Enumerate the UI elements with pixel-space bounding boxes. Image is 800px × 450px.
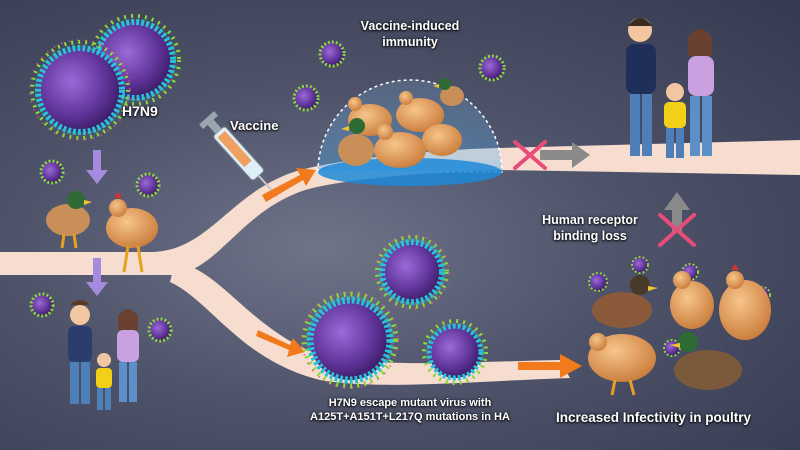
mutant-virus-line2: A125T+A151T+L217Q mutations in HA (310, 411, 510, 423)
left-poultry (46, 191, 158, 273)
infectivity-label: Increased Infectivity in poultry (556, 410, 752, 425)
right-family (626, 18, 714, 158)
small-viruses (29, 40, 771, 357)
receptor-loss-label: Human receptor binding loss (528, 212, 652, 244)
left-family (68, 300, 139, 410)
dome-flock (338, 78, 464, 168)
pathway-band (0, 140, 800, 385)
vaccine-label: Vaccine (230, 118, 279, 133)
h7n9-virus-large (29, 14, 181, 141)
mutant-virus-line1: H7N9 escape mutant virus with (328, 397, 492, 409)
syringe-icon (199, 111, 279, 198)
right-poultry (588, 264, 771, 396)
block-cross-icons (513, 140, 696, 247)
immunity-label-line2: immunity (382, 35, 438, 49)
mutant-viruses (301, 234, 488, 389)
immunity-label: Vaccine-induced immunity (340, 18, 480, 50)
orange-arrows (256, 168, 582, 378)
receptor-loss-line2: binding loss (553, 229, 627, 243)
h7n9-label: H7N9 (122, 103, 158, 119)
purple-arrows (86, 150, 108, 296)
mutant-virus-label: H7N9 escape mutant virus with A125T+A151… (290, 396, 530, 424)
immunity-label-line1: Vaccine-induced (360, 19, 460, 33)
receptor-loss-line1: Human receptor (542, 213, 638, 227)
gray-arrows (540, 142, 690, 232)
